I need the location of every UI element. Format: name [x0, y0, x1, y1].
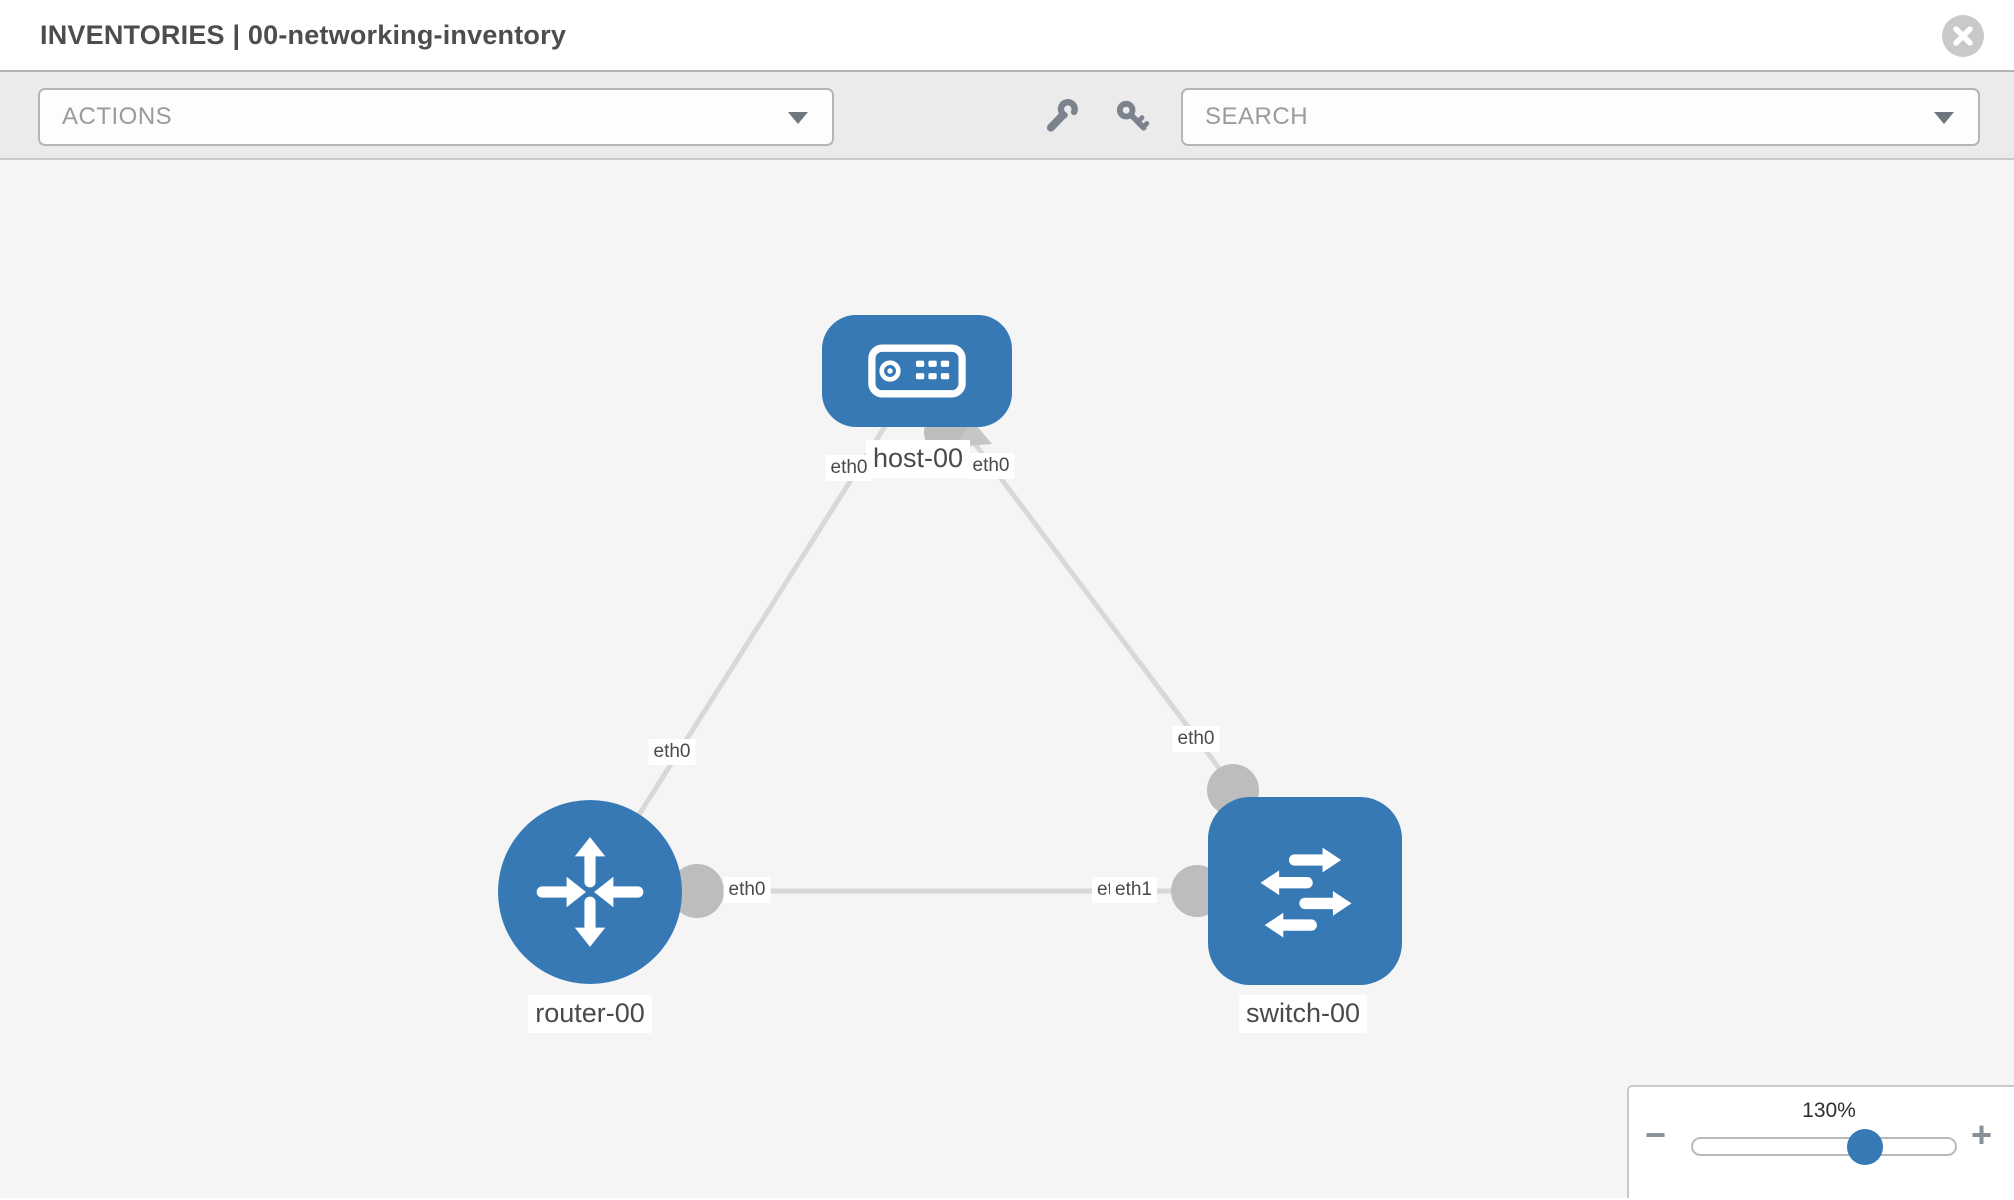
connector-router-right [670, 864, 724, 918]
zoom-in-button[interactable]: + [1971, 1114, 1993, 1155]
interface-label-router-eth0-uplink: eth0 [648, 739, 696, 765]
close-button[interactable] [1942, 15, 1984, 57]
node-switch[interactable] [1208, 797, 1402, 985]
actions-dropdown[interactable]: ACTIONS [38, 88, 834, 146]
switch-arrows-icon [1260, 847, 1352, 938]
zoom-slider-thumb[interactable] [1847, 1129, 1883, 1165]
node-label-switch: switch-00 [1238, 995, 1368, 1033]
zoom-out-button[interactable]: − [1645, 1114, 1667, 1155]
actions-dropdown-label: ACTIONS [62, 103, 173, 130]
toolbar: ACTIONS [0, 72, 2014, 160]
node-label-host: host-00 [865, 440, 971, 478]
wrench-icon [1046, 99, 1078, 132]
router-arrows-icon [536, 837, 644, 947]
interface-label-switch-eth1: eth1 [1110, 877, 1157, 903]
wrench-button[interactable] [1042, 96, 1082, 136]
node-host[interactable] [822, 315, 1012, 427]
chevron-down-icon [1934, 112, 1954, 124]
header-bar: INVENTORIES | 00-networking-inventory [0, 0, 2014, 72]
key-icon [1116, 100, 1150, 131]
zoom-panel: 130% − + [1627, 1085, 2014, 1198]
close-icon [1953, 26, 1973, 46]
zoom-slider-track[interactable] [1691, 1137, 1957, 1156]
page-title: INVENTORIES | 00-networking-inventory [40, 20, 567, 50]
interface-label-switch-eth0-uplink: eth0 [1172, 726, 1220, 752]
zoom-value: 130% [1802, 1099, 1856, 1122]
topology-canvas[interactable]: host-00 router-00 switch-00 eth0 eth0 et… [0, 160, 2014, 1198]
key-button[interactable] [1112, 96, 1152, 136]
chevron-down-icon [788, 112, 808, 124]
interface-label-host-eth0-left: eth0 [825, 455, 873, 481]
server-icon [868, 344, 966, 398]
interface-label-router-eth0: eth0 [723, 877, 771, 903]
search-dropdown[interactable] [1181, 88, 1980, 146]
interface-label-host-eth0-right: eth0 [967, 453, 1015, 479]
search-input[interactable] [1183, 103, 1978, 131]
node-label-router: router-00 [528, 995, 652, 1033]
links-layer [587, 369, 1305, 918]
node-router[interactable] [498, 800, 682, 984]
